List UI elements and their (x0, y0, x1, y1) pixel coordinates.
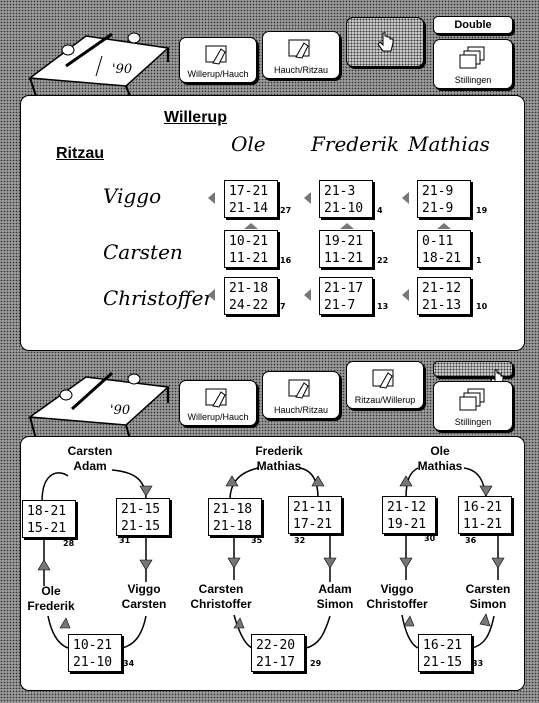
direction-arrow-icon (208, 192, 215, 204)
standings-stack-icon (459, 388, 485, 411)
match-number: 28 (63, 539, 75, 548)
match-number: 34 (123, 659, 135, 668)
standings-stack-icon (459, 46, 485, 69)
ritzau-willerup-button-disabled[interactable] (346, 17, 424, 67)
logo-year: '90 (110, 403, 131, 418)
direction-arrow-icon (402, 289, 409, 301)
hauch-ritzau-button[interactable]: Hauch/Ritzau (262, 31, 340, 79)
column-header-mathias: Mathias (408, 132, 490, 156)
match-number: 33 (472, 659, 484, 668)
ritzau-willerup-button[interactable]: Ritzau/Willerup (346, 361, 424, 409)
hauch-ritzau-button[interactable]: Hauch/Ritzau (262, 371, 340, 419)
stillingen-button[interactable]: Stillingen (433, 381, 513, 431)
willerup-hauch-label: Willerup/Hauch (187, 412, 249, 422)
column-header-ole: Ole (231, 132, 266, 156)
row-header-carsten: Carsten (103, 240, 183, 264)
match-number: 32 (294, 536, 306, 545)
court-logo-icon (27, 371, 170, 440)
willerup-hauch-button[interactable]: Willerup/Hauch (179, 380, 257, 426)
direction-arrow-icon (208, 289, 215, 301)
direction-arrow-icon (437, 223, 451, 229)
match-number: 1 (476, 256, 482, 265)
match-number: 35 (251, 536, 263, 545)
direction-arrow-icon (304, 289, 311, 301)
row-header-viggo: Viggo (103, 184, 162, 208)
match-number: 22 (377, 256, 389, 265)
court-logo-icon (27, 32, 170, 97)
hand-card-icon (288, 39, 310, 59)
match-number: 19 (476, 206, 488, 215)
top-results-panel: Willerup Ritzau Ole Frederik Mathias Vig… (20, 95, 525, 351)
match-number: 10 (476, 302, 488, 311)
top-logo: '90 (26, 16, 176, 97)
match-number: 27 (280, 206, 292, 215)
ritzau-willerup-label: Ritzau/Willerup (354, 395, 416, 405)
team-col-title: Willerup (164, 109, 227, 126)
direction-arrow-icon (304, 192, 311, 204)
match-number: 7 (280, 302, 286, 311)
row-header-christoffer: Christoffer (103, 286, 214, 310)
willerup-hauch-button[interactable]: Willerup/Hauch (179, 37, 257, 83)
hauch-ritzau-label: Hauch/Ritzau (273, 405, 329, 415)
match-number: 4 (377, 206, 383, 215)
team-row-title: Ritzau (56, 145, 104, 162)
direction-arrow-icon (402, 192, 409, 204)
match-number: 31 (119, 536, 131, 545)
double-button-disabled[interactable] (433, 361, 513, 377)
match-number: 13 (377, 302, 389, 311)
hand-card-icon (205, 45, 227, 65)
direction-arrow-icon (244, 223, 258, 229)
logo-year: '90 (112, 62, 133, 77)
match-number: 16 (280, 256, 292, 265)
hand-card-icon (288, 379, 310, 399)
hand-card-icon (372, 369, 394, 389)
willerup-hauch-label: Willerup/Hauch (187, 69, 249, 79)
match-number: 36 (465, 536, 477, 545)
direction-arrow-icon (340, 223, 354, 229)
stillingen-label: Stillingen (454, 417, 492, 427)
double-button[interactable]: Double (433, 16, 513, 34)
hand-card-icon (205, 388, 227, 408)
match-number: 30 (424, 534, 436, 543)
double-label: Double (454, 19, 492, 31)
hauch-ritzau-label: Hauch/Ritzau (273, 65, 329, 75)
match-number: 29 (310, 659, 322, 668)
pointer-hand-icon (377, 32, 394, 52)
stillingen-button[interactable]: Stillingen (433, 39, 513, 89)
column-header-frederik: Frederik (311, 132, 399, 156)
bottom-logo: '90 (26, 365, 176, 445)
stillingen-label: Stillingen (454, 75, 492, 85)
